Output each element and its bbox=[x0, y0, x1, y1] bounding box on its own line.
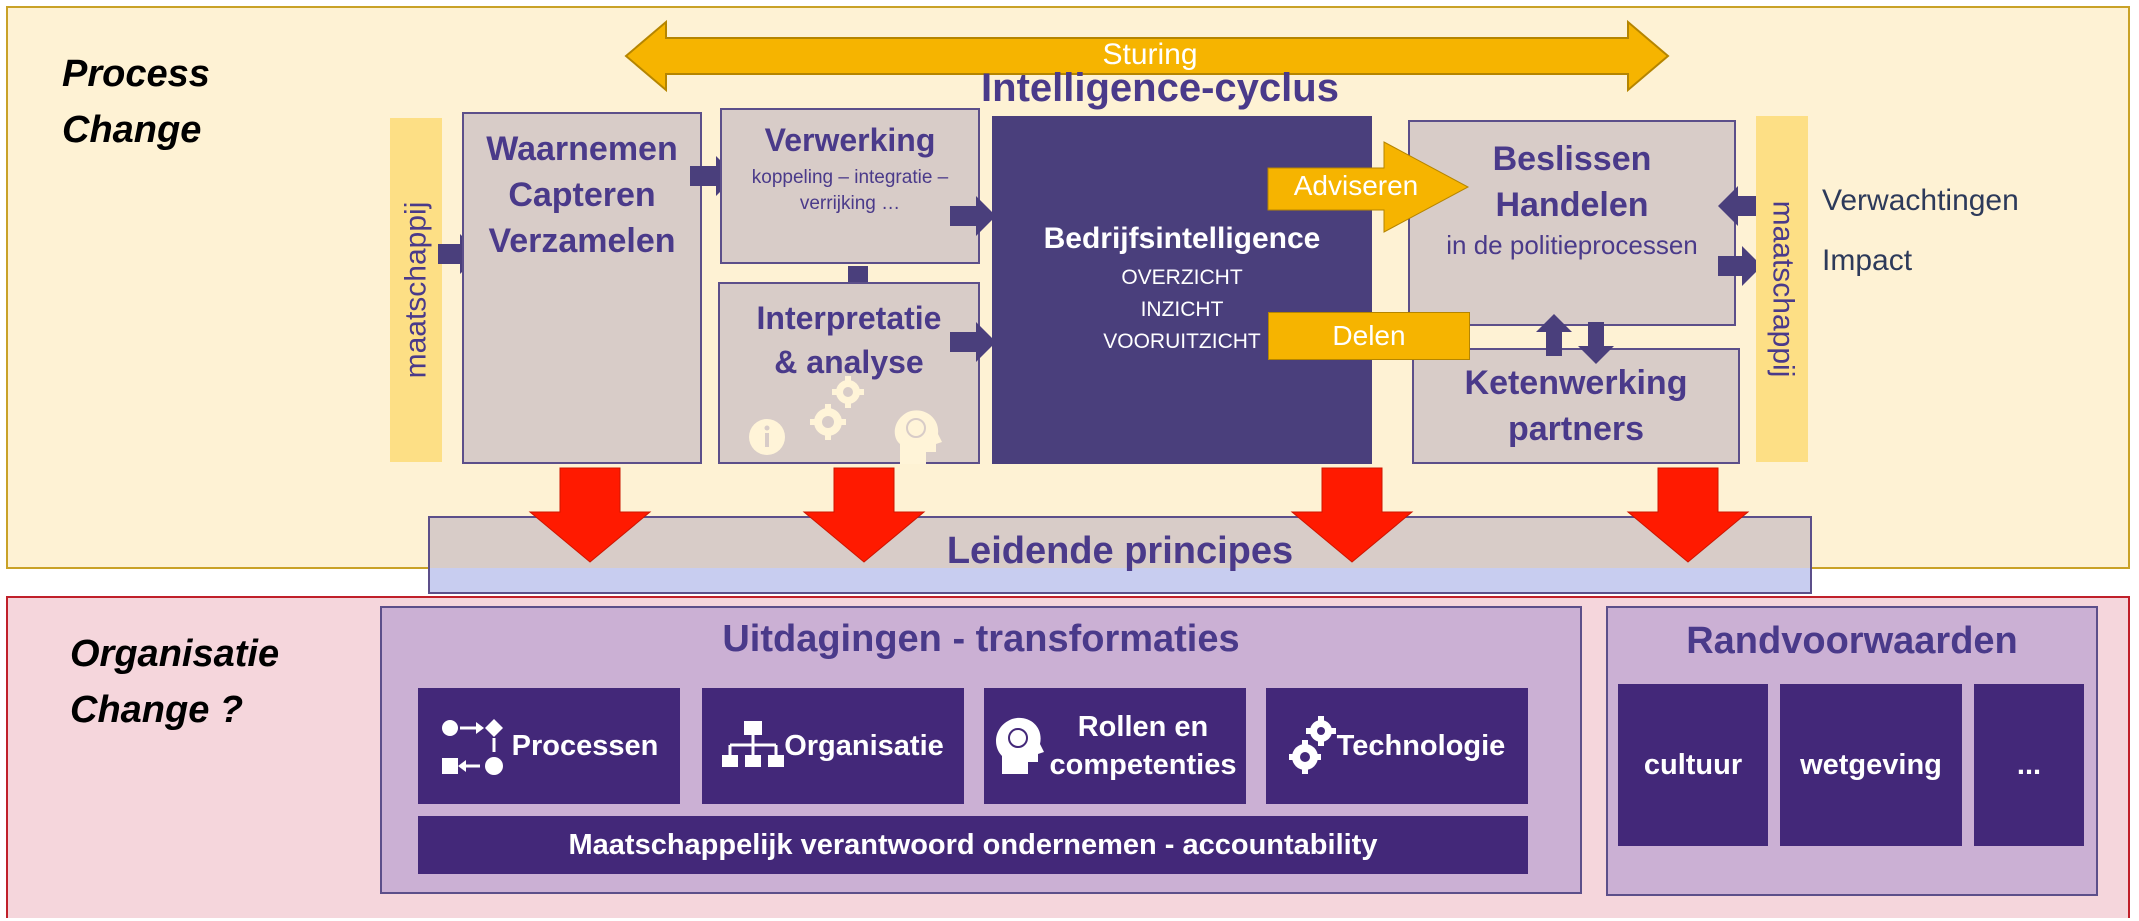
tile-organisatie-label: Organisatie bbox=[784, 729, 944, 762]
society-right-label: maatschappij bbox=[1766, 200, 1800, 378]
verwerking-sub-line1: koppeling – integratie – bbox=[751, 167, 949, 188]
waarnemen-line1: Waarnemen bbox=[486, 130, 678, 168]
verwerking-title: Verwerking bbox=[764, 122, 936, 158]
process-label-line2: Change bbox=[62, 109, 202, 151]
red-arrow-2 bbox=[802, 467, 926, 563]
expectations-label: Verwachtingen bbox=[1822, 184, 2019, 217]
red-arrow-1 bbox=[528, 467, 652, 563]
gears-icon-2 bbox=[1288, 716, 1336, 774]
verwerking-box: Verwerking koppeling – integratie – verr… bbox=[720, 108, 980, 264]
tile-more: ... bbox=[1974, 684, 2084, 846]
society-bar-left: maatschappij bbox=[390, 118, 442, 462]
arrow-keten-down bbox=[1578, 322, 1614, 364]
principles-label: Leidende principes bbox=[946, 530, 1294, 572]
tile-technologie: Technologie bbox=[1266, 688, 1528, 804]
tile-processen-label: Processen bbox=[511, 729, 659, 762]
beslissen-line1: Beslissen bbox=[1492, 140, 1652, 178]
keten-line1: Ketenwerking bbox=[1464, 364, 1688, 402]
bi-item-vooruitzicht: VOORUITZICHT bbox=[1103, 330, 1261, 353]
bi-item-inzicht: INZICHT bbox=[1140, 298, 1224, 321]
arrow-verwerking-to-bi bbox=[950, 196, 996, 236]
society-left-label: maatschappij bbox=[399, 201, 433, 379]
info-icon bbox=[749, 419, 785, 455]
arrow-impact-out bbox=[1718, 246, 1762, 286]
bi-title: Bedrijfsintelligence bbox=[1043, 222, 1321, 255]
verwerking-sub-line2: verrijking … bbox=[799, 193, 901, 214]
tile-processen: Processen bbox=[418, 688, 680, 804]
principles-bar-lower bbox=[430, 568, 1810, 592]
tile-rollen-line2: competenties bbox=[1049, 749, 1237, 781]
organisation-change-label: Organisatie Change ? bbox=[70, 626, 279, 738]
tile-accountability: Maatschappelijk verantwoord ondernemen -… bbox=[418, 816, 1528, 874]
tile-cultuur: cultuur bbox=[1618, 684, 1768, 846]
arrow-interpretatie-to-bi bbox=[950, 322, 996, 362]
ketenwerking-box: Ketenwerking partners bbox=[1412, 348, 1740, 464]
beslissen-sub: in de politieprocessen bbox=[1446, 230, 1698, 260]
tile-wetgeving: wetgeving bbox=[1780, 684, 1962, 846]
beslissen-line2: Handelen bbox=[1495, 186, 1649, 224]
conditions-title: Randvoorwaarden bbox=[1686, 620, 2018, 662]
tile-technologie-label: Technologie bbox=[1336, 729, 1506, 762]
org-chart-icon bbox=[722, 721, 785, 767]
sturing-label: Sturing bbox=[1102, 38, 1198, 71]
org-label-line1: Organisatie bbox=[70, 633, 280, 675]
waarnemen-line2: Capteren bbox=[508, 176, 656, 214]
tile-rollen: Rollen en competenties bbox=[984, 688, 1246, 804]
brain-head-icon-2 bbox=[995, 717, 1044, 774]
adviseren-label: Adviseren bbox=[1293, 170, 1419, 201]
red-arrow-4 bbox=[1626, 467, 1750, 563]
waarnemen-box: Waarnemen Capteren Verzamelen bbox=[462, 112, 702, 464]
arrow-expectations-in bbox=[1718, 186, 1762, 226]
gears-icon bbox=[810, 376, 864, 440]
society-bar-right: maatschappij bbox=[1756, 116, 1808, 462]
sturing-double-arrow bbox=[624, 19, 1670, 93]
interpretatie-line2: & analyse bbox=[774, 344, 924, 380]
brain-head-icon bbox=[894, 410, 942, 464]
waarnemen-line3: Verzamelen bbox=[488, 222, 676, 260]
org-label-line2: Change ? bbox=[70, 689, 244, 731]
process-change-label: Process Change bbox=[62, 46, 210, 158]
arrow-keten-up bbox=[1536, 314, 1572, 356]
bi-item-overzicht: OVERZICHT bbox=[1121, 266, 1243, 289]
process-label-line1: Process bbox=[62, 53, 210, 95]
delen-bar: Delen bbox=[1268, 312, 1470, 360]
beslissen-box: Beslissen Handelen in de politieprocesse… bbox=[1408, 120, 1736, 326]
keten-line2: partners bbox=[1507, 410, 1645, 448]
challenges-title: Uitdagingen - transformaties bbox=[722, 618, 1240, 660]
impact-label: Impact bbox=[1822, 244, 1913, 277]
process-flow-icon bbox=[441, 719, 503, 775]
tile-rollen-line1: Rollen en bbox=[1077, 711, 1209, 743]
tile-organisatie: Organisatie bbox=[702, 688, 964, 804]
interpretatie-line1: Interpretatie bbox=[756, 300, 942, 336]
cycle-title: Intelligence-cyclus bbox=[981, 66, 1339, 110]
red-arrow-3 bbox=[1290, 467, 1414, 563]
adviseren-arrow bbox=[1267, 141, 1470, 233]
